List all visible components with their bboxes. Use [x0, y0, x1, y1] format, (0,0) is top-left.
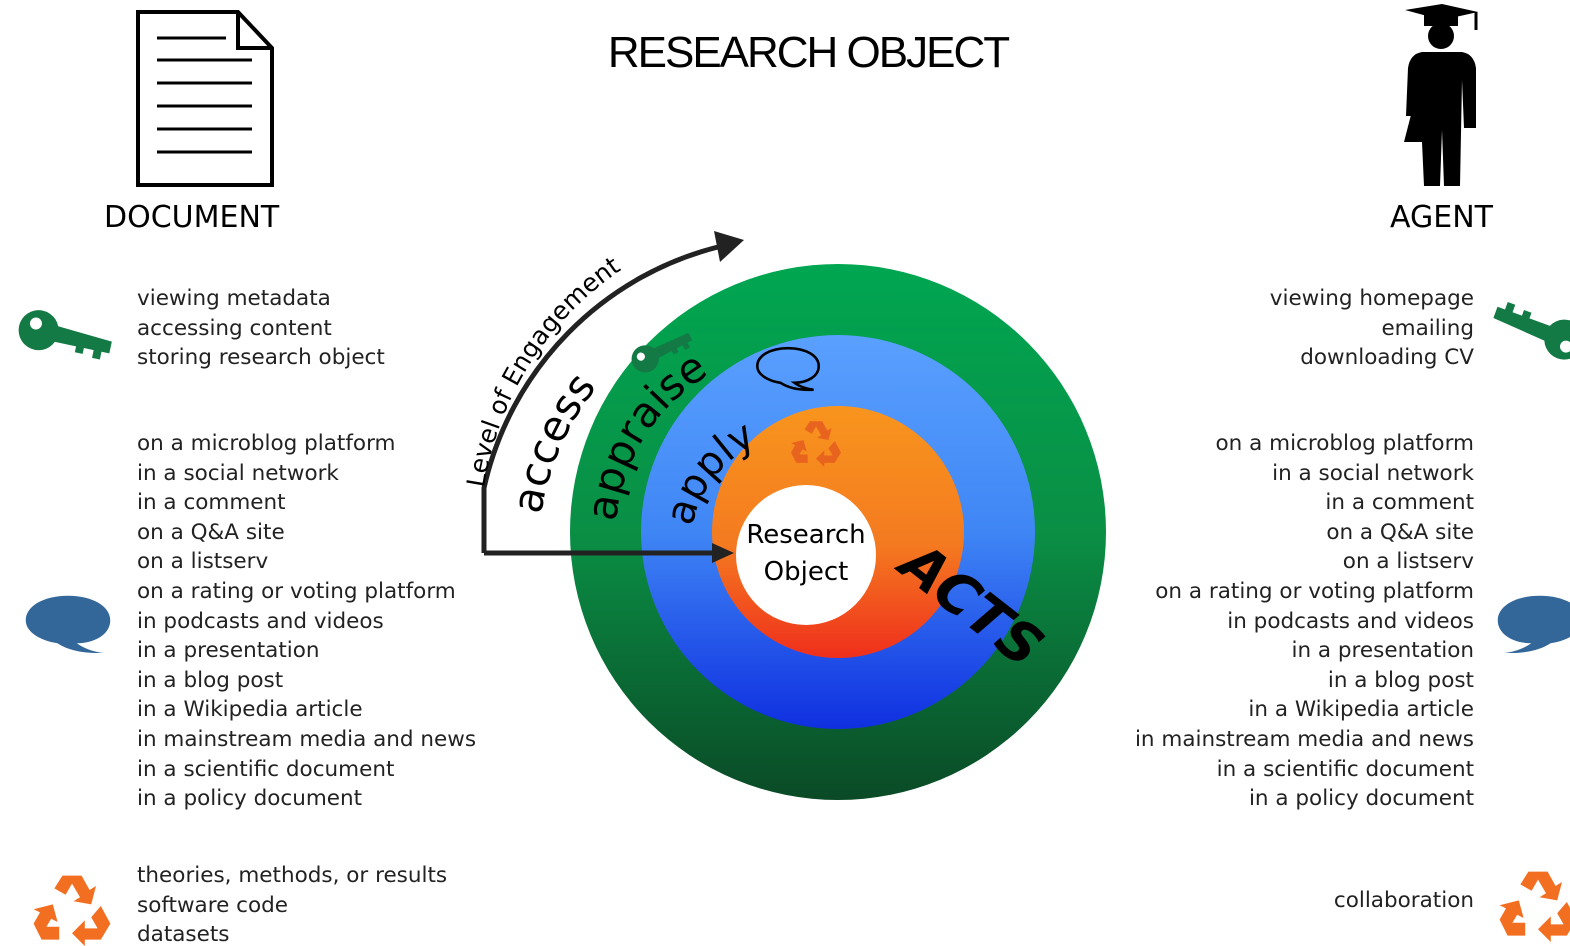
list-item: viewing homepage: [1269, 286, 1474, 311]
list-item: storing research object: [137, 345, 385, 371]
list-item: on a Q&A site: [137, 519, 285, 545]
list-item: in a Wikipedia article: [137, 697, 363, 723]
key-icon: [14, 306, 116, 366]
key-icon: [1487, 295, 1570, 366]
speech-bubble-icon: [25, 595, 111, 654]
list-item: on a microblog platform: [137, 431, 396, 456]
list-item: downloading CV: [1300, 345, 1474, 371]
list-item: emailing: [1381, 315, 1474, 341]
document-icon: [136, 10, 274, 187]
list-item: datasets: [137, 922, 230, 946]
center-label-research: Research: [746, 520, 865, 550]
list-item: theories, methods, or results: [137, 863, 448, 888]
list-item: in a presentation: [137, 638, 320, 664]
list-item: viewing metadata: [137, 286, 331, 311]
list-item: in a blog post: [137, 667, 284, 693]
agent-heading: AGENT: [1390, 200, 1493, 235]
center-label-object: Object: [764, 557, 849, 587]
research-object-core: [736, 485, 876, 625]
list-item: in a presentation: [1291, 638, 1474, 664]
list-item: in podcasts and videos: [1227, 608, 1474, 634]
list-item: in a Wikipedia article: [1248, 697, 1474, 723]
agent-appraise-list: on a microblog platform in a social netw…: [1135, 429, 1474, 814]
list-item: on a rating or voting platform: [1155, 578, 1474, 604]
list-item: software code: [137, 892, 289, 918]
document-access-list: viewing metadata accessing content stori…: [137, 284, 385, 373]
list-item: accessing content: [137, 315, 332, 341]
engagement-arrow: [481, 231, 744, 563]
recycle-icon: [1499, 871, 1570, 942]
list-item: in a policy document: [1248, 786, 1474, 812]
document-heading: DOCUMENT: [104, 200, 280, 235]
list-item: collaboration: [1333, 888, 1474, 913]
list-item: in a scientific document: [137, 756, 395, 782]
agent-apply-list: collaboration: [1334, 886, 1474, 916]
speech-bubble-icon: [1497, 595, 1570, 654]
list-item: in a scientific document: [1216, 756, 1474, 782]
list-item: on a listserv: [1342, 549, 1474, 575]
list-item: in a social network: [1272, 460, 1474, 486]
list-item: in a blog post: [1327, 667, 1474, 693]
document-appraise-list: on a microblog platform in a social netw…: [137, 429, 476, 814]
list-item: on a microblog platform: [1215, 431, 1475, 456]
list-item: on a rating or voting platform: [137, 578, 456, 604]
page-title: RESEARCH OBJECT: [607, 28, 1010, 77]
agent-access-list: viewing homepage emailing downloading CV: [1270, 284, 1474, 373]
list-item: on a Q&A site: [1326, 519, 1474, 545]
recycle-icon: [33, 875, 111, 946]
list-item: in podcasts and videos: [137, 608, 384, 634]
list-item: in a social network: [137, 460, 339, 486]
list-item: in mainstream media and news: [1134, 726, 1474, 752]
list-item: in mainstream media and news: [137, 726, 477, 752]
list-item: in a policy document: [137, 786, 363, 812]
list-item: in a comment: [1325, 490, 1474, 516]
document-apply-list: theories, methods, or results software c…: [137, 861, 447, 946]
list-item: on a listserv: [137, 549, 269, 575]
graduate-agent-icon: [1404, 4, 1478, 186]
list-item: in a comment: [137, 490, 286, 516]
